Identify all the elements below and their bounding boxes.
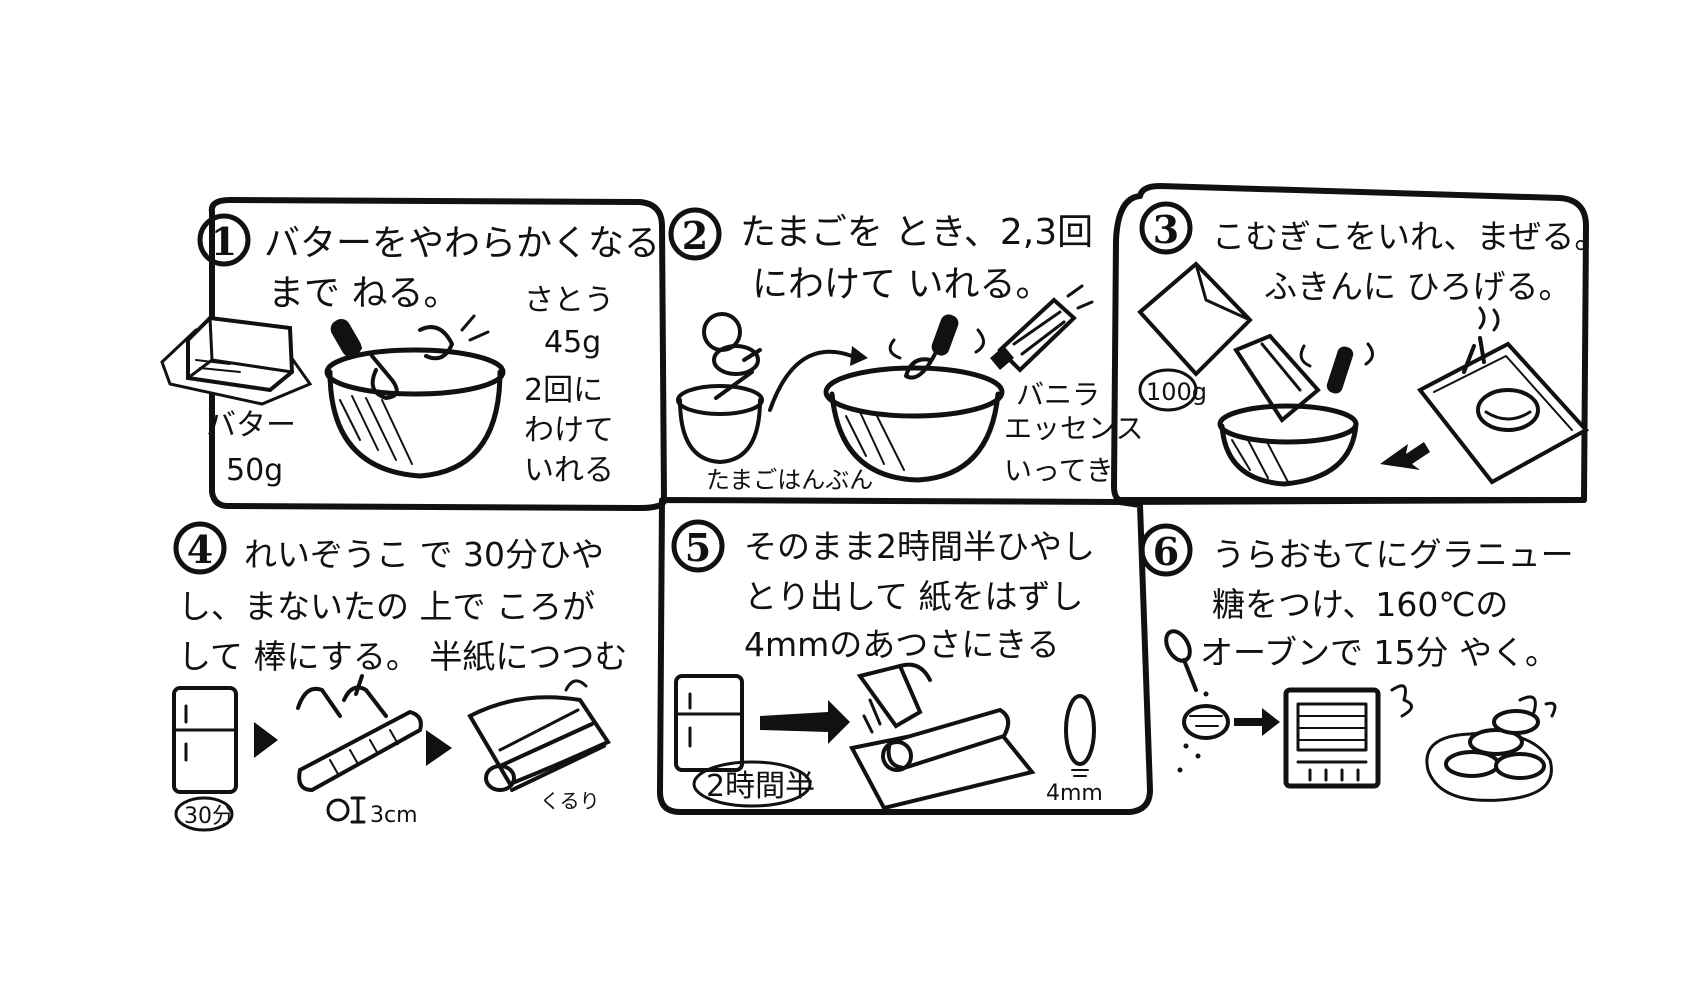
vanilla-bottle-icon <box>990 284 1094 373</box>
step-3-number: 3 <box>1153 207 1179 252</box>
step-4: 4 れいぞうこ で 30分ひや し、まないたの 上で ころが して 棒にする。 … <box>172 521 627 832</box>
sugar-note-line-3: いれる <box>524 453 614 488</box>
butter-icon <box>160 315 313 406</box>
step-6-line-3: オーブンで 15分 やく。 <box>1200 633 1558 672</box>
rolling-dough-icon <box>296 674 423 793</box>
step-2: 2 たまごを とき、2,3回 にわけて いれる。 たまごはんぶん <box>668 207 1143 494</box>
step-2-line-1: たまごを とき、2,3回 <box>740 212 1093 253</box>
sugar-spoon-icon <box>1164 629 1230 773</box>
arrow-to-cloth <box>1380 442 1430 470</box>
butter-amount-label: 50g <box>226 453 283 488</box>
panel-frames <box>208 183 1589 815</box>
flour-bag-icon <box>1137 261 1253 377</box>
step-1-line-1: バターをやわらかくなる <box>264 223 660 264</box>
flour-amount-bubble <box>1138 368 1198 412</box>
step-2-number: 2 <box>682 213 708 258</box>
step-6-badge <box>1139 523 1193 577</box>
panel-5-frame <box>657 497 1153 815</box>
refrigerator-icon <box>172 686 238 794</box>
arrow-to-oven <box>1234 708 1280 736</box>
step-5-number: 5 <box>685 525 711 570</box>
arrow-to-slicing <box>760 700 850 744</box>
chill-time-label: 2時間半 <box>706 769 815 804</box>
step-2-line-2: にわけて いれる。 <box>752 264 1051 305</box>
cloth-with-dough-icon <box>1416 306 1590 485</box>
bowl-with-whisk-icon-2 <box>823 314 1005 483</box>
step-1-line-2: まで ねる。 <box>268 273 459 314</box>
step-3-badge <box>1139 201 1193 255</box>
step-4-badge <box>173 521 227 575</box>
wrapped-dough-icon <box>467 679 611 792</box>
step-5-line-1: そのまま2時間半ひやし <box>744 527 1095 566</box>
oven-icon <box>1283 684 1413 789</box>
bowl-with-whisk-icon <box>324 314 506 479</box>
sugar-amount-label: 45g <box>544 325 601 360</box>
diameter-mark <box>350 796 366 824</box>
diameter-circle <box>326 798 350 822</box>
sugar-note-line-2: わけて <box>524 413 614 448</box>
step-6-number: 6 <box>1153 529 1179 574</box>
egg-label: たまごはんぶん <box>706 466 873 494</box>
butter-name-label: バター <box>206 408 296 443</box>
arrow-to-wrap <box>426 730 452 766</box>
vanilla-note-label: いってき <box>1004 454 1114 487</box>
step-6-line-1: うらおもてにグラニュー <box>1212 535 1574 574</box>
wrap-label: くるり <box>540 789 600 813</box>
step-4-line-2: し、まないたの 上で ころが <box>178 587 595 626</box>
arrow-egg-to-bowl <box>768 349 854 412</box>
sifter-bowl-icon <box>1217 333 1374 487</box>
slice-thickness-label: 4mm <box>1046 781 1103 806</box>
step-3-line-1: こむぎこをいれ、まぜる。 <box>1212 217 1607 256</box>
step-5: 5 そのまま2時間半ひやし とり出して 紙をはずし 4mmのあつさにきる 2時間… <box>671 519 1103 811</box>
step-2-badge <box>668 207 722 261</box>
step-6: 6 うらおもてにグラニュー 糖をつけ、160℃の オーブンで 15分 やく。 <box>1139 523 1574 802</box>
panel-divider-right <box>1117 497 1587 505</box>
step-1: 1 バターをやわらかくなる まで ねる。 バター 50g さとう 45g 2回に… <box>160 213 660 488</box>
slice-thickness-icon <box>1064 694 1096 777</box>
step-3: 3 こむぎこをいれ、まぜる。 ふきんに ひろげる。 100g <box>1137 201 1607 487</box>
vanilla-label-line-1: バニラ <box>1016 378 1100 411</box>
step-5-line-3: 4mmのあつさにきる <box>744 625 1060 664</box>
diameter-label: 3cm <box>370 803 418 828</box>
slicing-dough-icon <box>848 662 1036 811</box>
arrow-to-rolling <box>254 722 278 758</box>
step-4-line-1: れいぞうこ で 30分ひや <box>244 535 604 574</box>
step-1-number: 1 <box>211 219 237 264</box>
step-4-line-3: して 棒にする。 半紙につつむ <box>178 637 627 676</box>
step-4-number: 4 <box>187 527 213 572</box>
sugar-name-label: さとう <box>524 283 614 318</box>
arrow-head <box>850 346 868 366</box>
sugar-note-line-1: 2回に <box>524 373 603 408</box>
egg-bowl-icon <box>676 312 764 464</box>
cookies-plate-icon <box>1425 695 1557 802</box>
fridge-time-bubble <box>174 796 234 832</box>
flour-amount-label: 100g <box>1146 378 1207 406</box>
step-5-line-2: とり出して 紙をはずし <box>744 577 1084 616</box>
step-3-line-2: ふきんに ひろげる。 <box>1264 267 1572 306</box>
vanilla-label-line-2: エッセンス <box>1004 412 1143 445</box>
chill-time-bubble <box>692 760 812 808</box>
step-6-line-2: 糖をつけ、160℃の <box>1212 585 1508 624</box>
refrigerator-icon-2 <box>674 674 744 772</box>
step-5-badge <box>671 519 725 573</box>
step-1-badge <box>197 213 251 267</box>
fridge-time-label: 30分 <box>184 804 234 829</box>
